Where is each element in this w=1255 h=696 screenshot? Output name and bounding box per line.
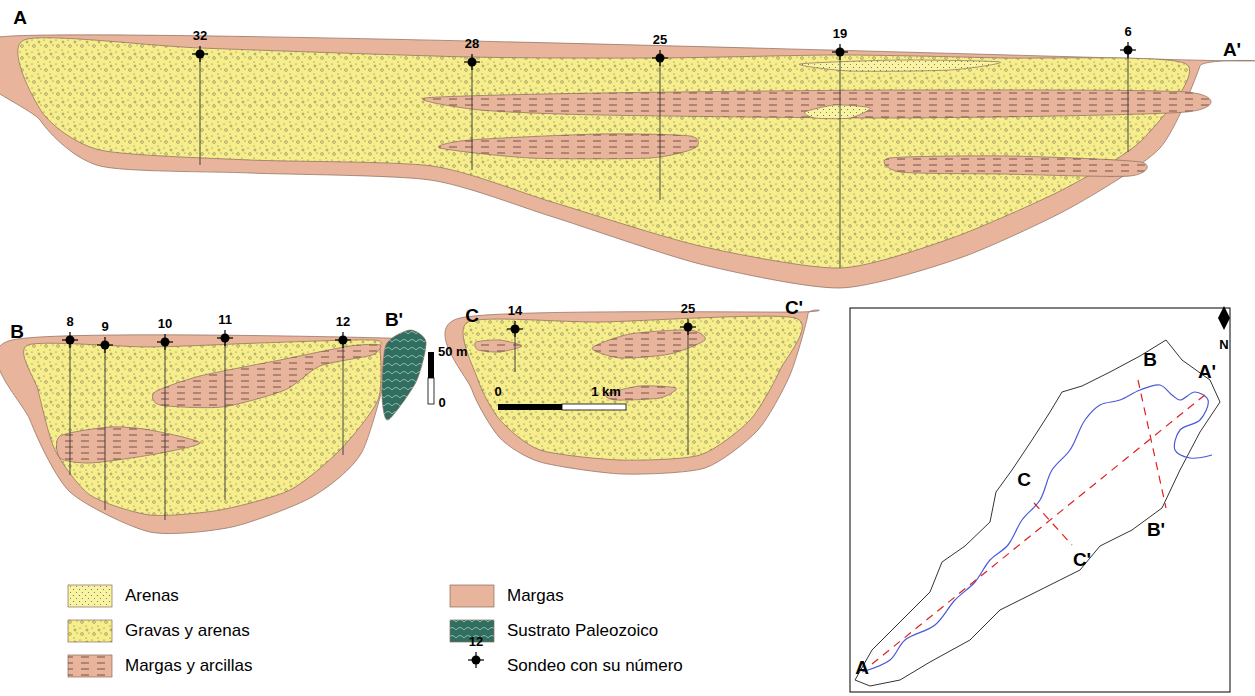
rock-body [805, 105, 871, 119]
river [862, 385, 1212, 672]
legend-text: Margas [507, 587, 564, 606]
section-label: C [465, 306, 479, 327]
legend-text: Sustrato Paleozoico [507, 622, 658, 641]
borehole-number: 8 [66, 315, 73, 329]
borehole-number: 11 [218, 313, 232, 327]
rock-body [463, 316, 802, 460]
north-arrow [1218, 306, 1230, 330]
section-label: C [1017, 470, 1031, 491]
section-line [1138, 380, 1166, 508]
legend-text: Margas y arcillas [125, 657, 253, 676]
section-label: 0 [438, 396, 445, 410]
rock-texture [382, 330, 426, 420]
section-label: C' [785, 298, 803, 319]
section-label: 0 [494, 385, 501, 399]
borehole-symbol [507, 321, 523, 372]
rock-body [0, 35, 1255, 288]
legend-texture [68, 585, 112, 607]
section-label: 50 m [438, 345, 468, 359]
borehole-symbol [1120, 42, 1136, 152]
rock-texture [18, 38, 1190, 268]
legend-swatch [68, 620, 112, 642]
borehole-number: 32 [193, 29, 207, 43]
borehole-number: 10 [158, 317, 172, 331]
borehole-symbol [62, 332, 78, 475]
scale-bar [428, 352, 434, 378]
section-line [872, 394, 1206, 664]
rock-body [56, 427, 200, 463]
borehole-symbol [157, 334, 173, 520]
legend-text: Arenas [125, 587, 179, 606]
borehole-symbol [97, 337, 113, 510]
rock-body [423, 90, 1212, 118]
rock-texture [152, 344, 380, 407]
borehole-symbol [335, 332, 351, 455]
section-label: B [10, 322, 24, 343]
borehole-number: 9 [101, 320, 108, 334]
section-label: 1 km [591, 385, 621, 399]
section-line [1034, 503, 1072, 545]
scale-bar [562, 404, 626, 410]
section-label: A [13, 8, 27, 29]
borehole-symbol [832, 44, 848, 268]
borehole-symbol [652, 50, 668, 200]
rock-texture [24, 340, 381, 516]
borehole-symbol [468, 652, 484, 668]
section-label: C' [1073, 550, 1091, 571]
rock-texture [463, 316, 802, 460]
section-label: B' [1147, 520, 1165, 541]
borehole-symbol [680, 319, 696, 455]
section-label: A' [1198, 362, 1216, 383]
borehole-number: 12 [469, 635, 483, 649]
legend-swatch [68, 585, 112, 607]
borehole-number: 14 [508, 304, 522, 318]
rock-body [152, 344, 380, 407]
rock-body [24, 340, 381, 516]
legend-text: Sondeo con su número [507, 657, 683, 676]
section-label: B' [385, 310, 403, 331]
rock-body [0, 335, 408, 534]
borehole-number: 6 [1124, 25, 1131, 39]
rock-body [438, 134, 698, 159]
rock-body [799, 60, 1000, 71]
legend-texture [68, 620, 112, 642]
borehole-number: 12 [336, 315, 350, 329]
rock-texture [423, 90, 1212, 118]
borehole-symbol [217, 330, 233, 500]
legend-swatch [450, 585, 494, 607]
rock-body [382, 330, 426, 420]
legend-swatch [68, 655, 112, 677]
legend-text: Gravas y arenas [125, 622, 250, 641]
borehole-number: 25 [653, 33, 667, 47]
basin-outline [855, 340, 1220, 686]
borehole-number: 19 [833, 27, 847, 41]
rock-body [884, 156, 1147, 177]
rock-texture [56, 427, 200, 463]
rock-texture [799, 60, 1000, 71]
borehole-symbol [192, 46, 208, 165]
section-label: A' [1223, 40, 1241, 61]
rock-body [18, 38, 1190, 268]
scale-bar [428, 378, 434, 404]
rock-texture [438, 134, 698, 159]
section-label: B [1143, 350, 1157, 371]
rock-body [445, 310, 819, 474]
rock-texture [884, 156, 1147, 177]
section-label: N [1219, 338, 1228, 352]
map-frame [850, 308, 1230, 692]
borehole-number: 25 [681, 302, 695, 316]
section-label: A [855, 658, 869, 679]
scale-bar [498, 404, 562, 410]
borehole-number: 28 [465, 37, 479, 51]
rock-texture [805, 105, 871, 119]
legend-texture [68, 655, 112, 677]
borehole-symbol [464, 54, 480, 170]
